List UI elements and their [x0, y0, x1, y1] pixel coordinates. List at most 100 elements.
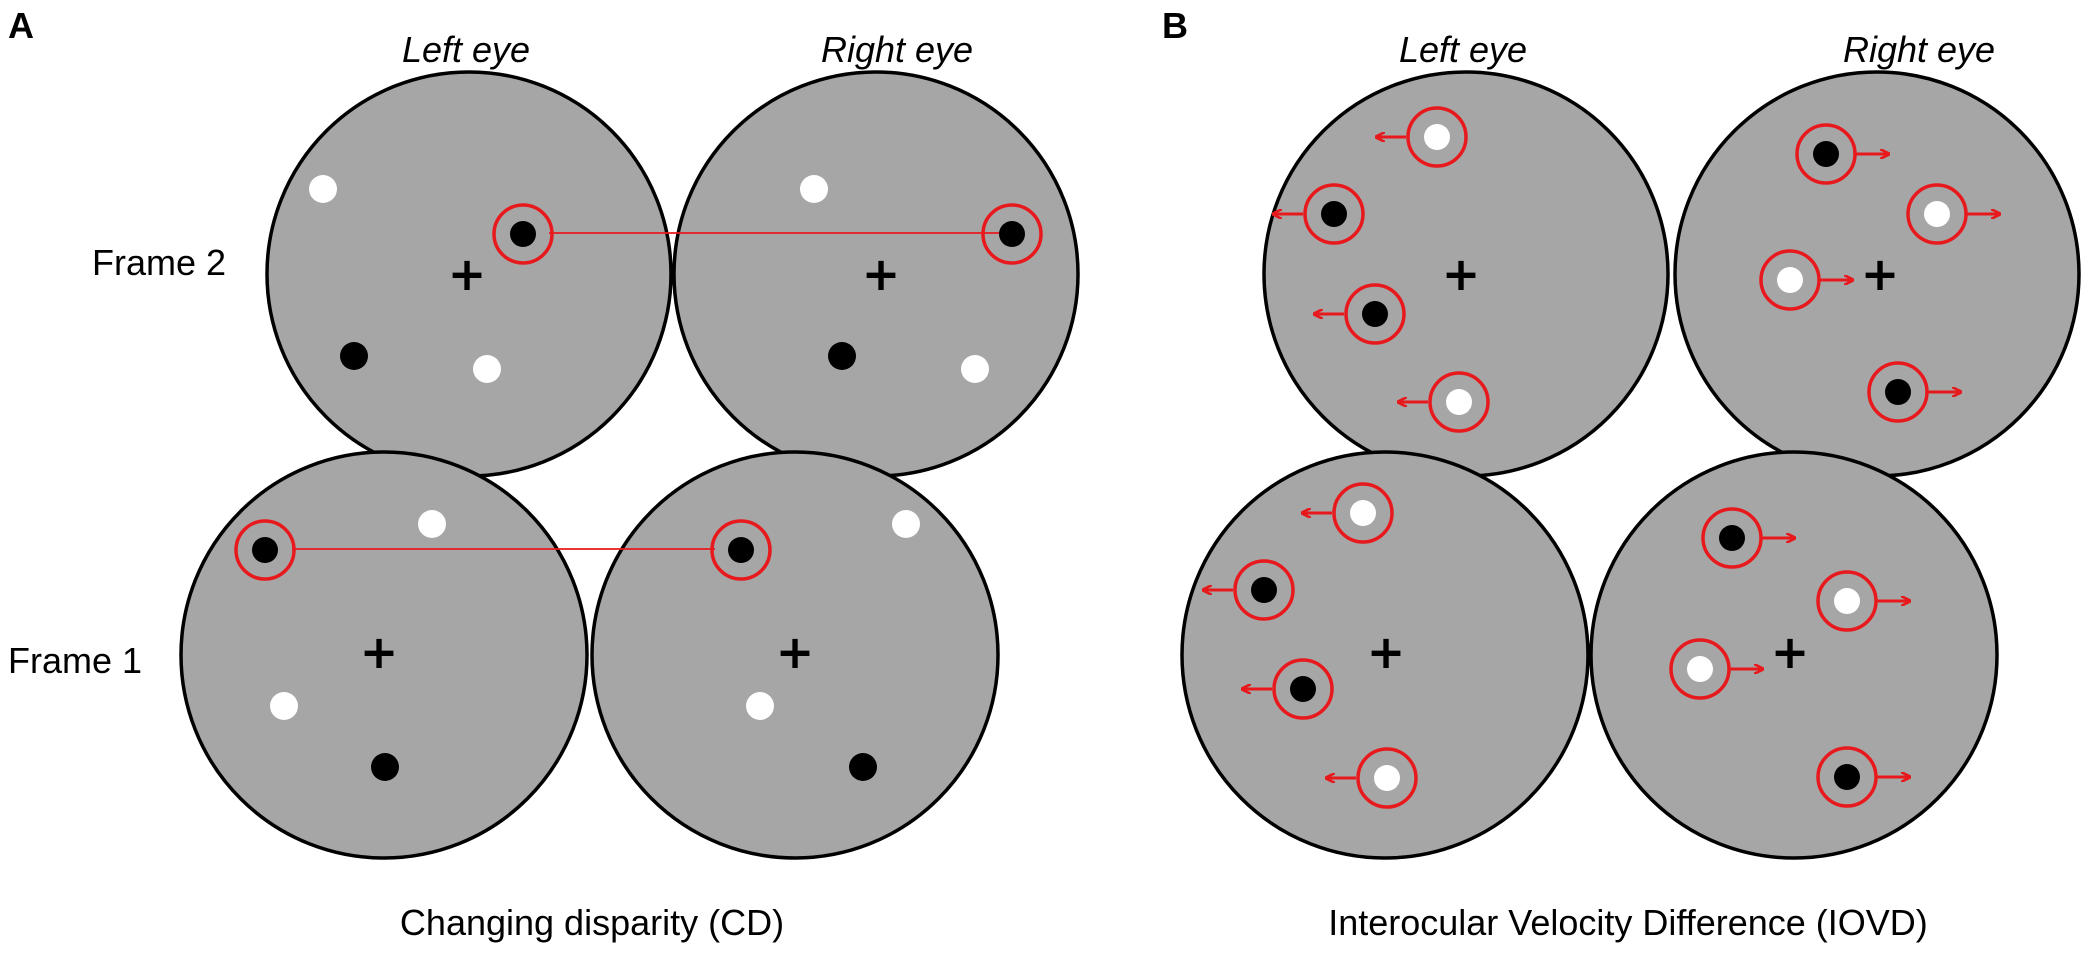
highlight-ring	[1669, 638, 1731, 700]
black-dot	[1362, 301, 1388, 327]
white-dot	[1424, 124, 1450, 150]
top-left-eye-disc: +	[1262, 70, 1670, 478]
white-dot	[1687, 656, 1713, 682]
highlight-ring	[1303, 183, 1365, 245]
black-dot	[728, 537, 754, 563]
disc-outline	[590, 450, 1000, 860]
frame-2-label: Frame 2	[92, 242, 226, 283]
fixation-cross: +	[1771, 625, 1810, 679]
black-dot	[1834, 764, 1860, 790]
panel-a-letter: A	[8, 5, 34, 46]
highlight-ring	[1406, 106, 1468, 168]
highlight-ring	[1867, 361, 1929, 423]
moving-dot-left	[1204, 559, 1295, 621]
moving-dot-left	[1243, 658, 1334, 720]
moving-dot-left	[1377, 106, 1468, 168]
highlight-ring	[1816, 570, 1878, 632]
disc-outline	[1180, 450, 1590, 860]
moving-dot-right	[1816, 570, 1909, 632]
white-dot	[309, 175, 337, 203]
black-dot	[999, 221, 1025, 247]
frame-1-left-eye-disc: +	[179, 450, 589, 860]
black-dot	[252, 537, 278, 563]
moving-dot-right	[1867, 361, 1960, 423]
highlight-ring	[1332, 482, 1394, 544]
highlight-ring	[492, 203, 554, 265]
moving-dot-left	[1274, 183, 1365, 245]
highlight-ring	[234, 519, 296, 581]
highlight-ring	[710, 519, 772, 581]
moving-dot-right	[1906, 183, 1999, 245]
white-dot	[1834, 588, 1860, 614]
fixation-cross: +	[1367, 625, 1406, 679]
highlight-ring	[1233, 559, 1295, 621]
highlight-ring	[1344, 283, 1406, 345]
black-dot	[1290, 676, 1316, 702]
white-dot	[1350, 500, 1376, 526]
frame-2-corresponding-dots	[492, 203, 1043, 265]
moving-dot-left	[1327, 747, 1418, 809]
highlight-ring	[1795, 123, 1857, 185]
panel-a-caption: Changing disparity (CD)	[400, 902, 784, 943]
fixation-cross: +	[448, 247, 487, 301]
panel-b-left-eye-label: Left eye	[1399, 29, 1527, 70]
fixation-cross: +	[862, 247, 901, 301]
panel-a-right-eye-label: Right eye	[821, 29, 973, 70]
white-dot	[270, 692, 298, 720]
disc-outline	[1589, 450, 1999, 860]
white-dot	[1777, 267, 1803, 293]
panel-b-letter: B	[1162, 5, 1188, 46]
frame-1-corresponding-dots	[234, 519, 772, 581]
black-dot	[510, 221, 536, 247]
black-dot	[828, 342, 856, 370]
white-dot	[892, 510, 920, 538]
highlight-ring	[981, 203, 1043, 265]
fixation-cross: +	[1861, 247, 1900, 301]
moving-dot-right	[1701, 507, 1794, 569]
bottom-left-eye-disc: +	[1180, 450, 1590, 860]
moving-dot-right	[1816, 746, 1909, 808]
white-dot	[746, 692, 774, 720]
panel-b-right-eye-label: Right eye	[1843, 29, 1995, 70]
white-dot	[1924, 201, 1950, 227]
black-dot	[1719, 525, 1745, 551]
black-dot	[371, 753, 399, 781]
white-dot	[1374, 765, 1400, 791]
frame-2-left-eye-disc: +	[265, 70, 673, 478]
white-dot	[800, 175, 828, 203]
highlight-ring	[1759, 249, 1821, 311]
white-dot	[961, 355, 989, 383]
white-dot	[418, 510, 446, 538]
highlight-ring	[1701, 507, 1763, 569]
fixation-cross: +	[360, 625, 399, 679]
black-dot	[1885, 379, 1911, 405]
top-right-eye-disc: +	[1673, 70, 2081, 478]
moving-dot-right	[1669, 638, 1762, 700]
white-dot	[473, 355, 501, 383]
moving-dot-right	[1759, 249, 1852, 311]
highlight-ring	[1906, 183, 1968, 245]
black-dot	[1251, 577, 1277, 603]
moving-dot-left	[1315, 283, 1406, 345]
highlight-ring	[1356, 747, 1418, 809]
highlight-ring	[1428, 371, 1490, 433]
frame-1-right-eye-disc: +	[590, 450, 1000, 860]
black-dot	[1813, 141, 1839, 167]
disc-outline	[179, 450, 589, 860]
moving-dot-left	[1303, 482, 1394, 544]
white-dot	[1446, 389, 1472, 415]
fixation-cross: +	[1442, 247, 1481, 301]
panel-b-caption: Interocular Velocity Difference (IOVD)	[1328, 902, 1928, 943]
panel-a-changing-disparity: A Left eye Right eye Frame 2 Frame 1 + +…	[8, 5, 1080, 943]
moving-dot-left	[1399, 371, 1490, 433]
black-dot	[849, 753, 877, 781]
black-dot	[1321, 201, 1347, 227]
panel-a-left-eye-label: Left eye	[402, 29, 530, 70]
highlight-ring	[1816, 746, 1878, 808]
frame-2-right-eye-disc: +	[672, 70, 1080, 478]
frame-1-label: Frame 1	[8, 640, 142, 681]
panel-b-iovd: B Left eye Right eye +	[1162, 5, 2081, 943]
moving-dot-right	[1795, 123, 1888, 185]
bottom-right-eye-disc: +	[1589, 450, 1999, 860]
